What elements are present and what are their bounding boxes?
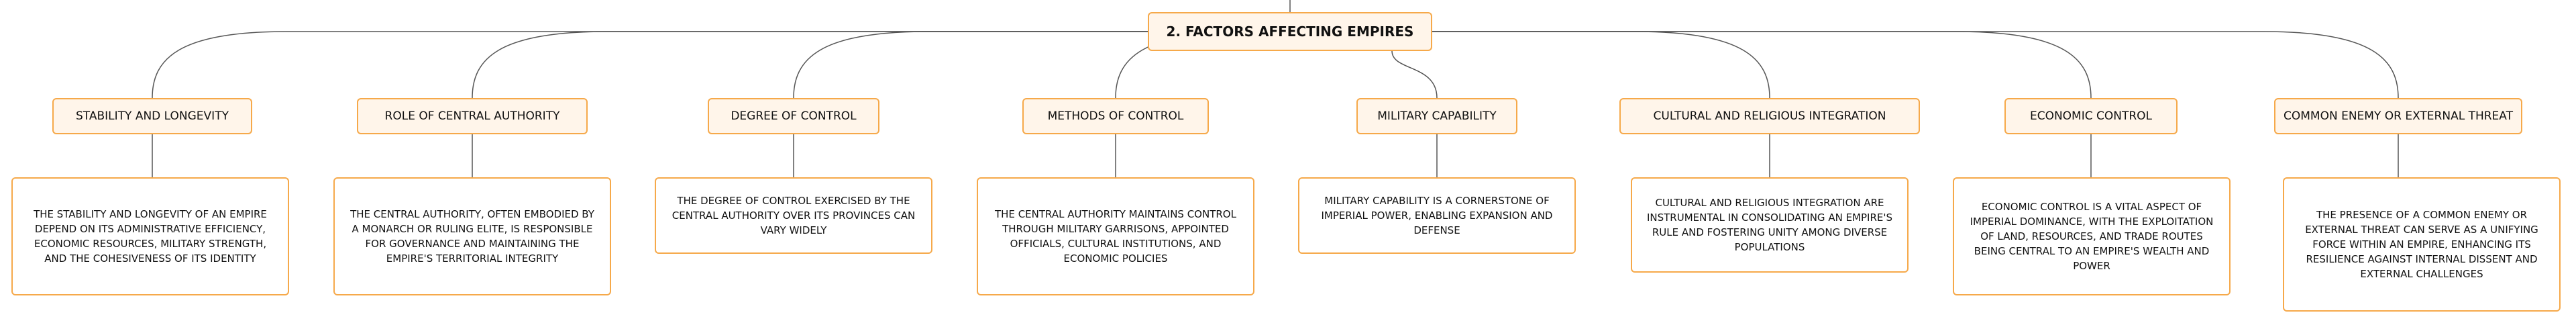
topic-node-economic-control[interactable]: ECONOMIC CONTROL xyxy=(2004,98,2178,134)
topic-node-common-enemy-external-threat[interactable]: COMMON ENEMY OR EXTERNAL THREAT xyxy=(2274,98,2522,134)
description-node-cultural-religious-integration[interactable]: CULTURAL AND RELIGIOUS INTEGRATION ARE I… xyxy=(1631,177,1909,273)
topic-node-degree-of-control[interactable]: DEGREE OF CONTROL xyxy=(708,98,879,134)
topic-node-role-central-authority[interactable]: ROLE OF CENTRAL AUTHORITY xyxy=(357,98,588,134)
branch-connector-5 xyxy=(1391,50,1438,99)
description-node-degree-of-control[interactable]: THE DEGREE OF CONTROL EXERCISED BY THE C… xyxy=(655,177,932,254)
branch-connector-2 xyxy=(472,31,1148,99)
topic-node-stability-longevity[interactable]: STABILITY AND LONGEVITY xyxy=(52,98,252,134)
description-node-economic-control[interactable]: ECONOMIC CONTROL IS A VITAL ASPECT OF IM… xyxy=(1953,177,2231,295)
branch-connector-1 xyxy=(152,31,1148,99)
description-node-common-enemy-external-threat[interactable]: THE PRESENCE OF A COMMON ENEMY OR EXTERN… xyxy=(2283,177,2561,312)
description-node-stability-longevity[interactable]: THE STABILITY AND LONGEVITY OF AN EMPIRE… xyxy=(11,177,289,295)
topic-node-methods-of-control[interactable]: METHODS OF CONTROL xyxy=(1022,98,1209,134)
root-node[interactable]: 2. FACTORS AFFECTING EMPIRES xyxy=(1148,12,1432,51)
description-node-role-central-authority[interactable]: THE CENTRAL AUTHORITY, OFTEN EMBODIED BY… xyxy=(333,177,611,295)
description-node-methods-of-control[interactable]: THE CENTRAL AUTHORITY MAINTAINS CONTROL … xyxy=(977,177,1254,295)
topic-node-cultural-religious-integration[interactable]: CULTURAL AND RELIGIOUS INTEGRATION xyxy=(1619,98,1920,134)
branch-connector-3 xyxy=(793,31,1148,99)
branch-connector-8 xyxy=(1432,31,2399,99)
branch-connector-7 xyxy=(1432,31,2092,99)
branch-connector-6 xyxy=(1432,31,1770,99)
description-node-military-capability[interactable]: MILITARY CAPABILITY IS A CORNERSTONE OF … xyxy=(1298,177,1576,254)
topic-node-military-capability[interactable]: MILITARY CAPABILITY xyxy=(1356,98,1517,134)
